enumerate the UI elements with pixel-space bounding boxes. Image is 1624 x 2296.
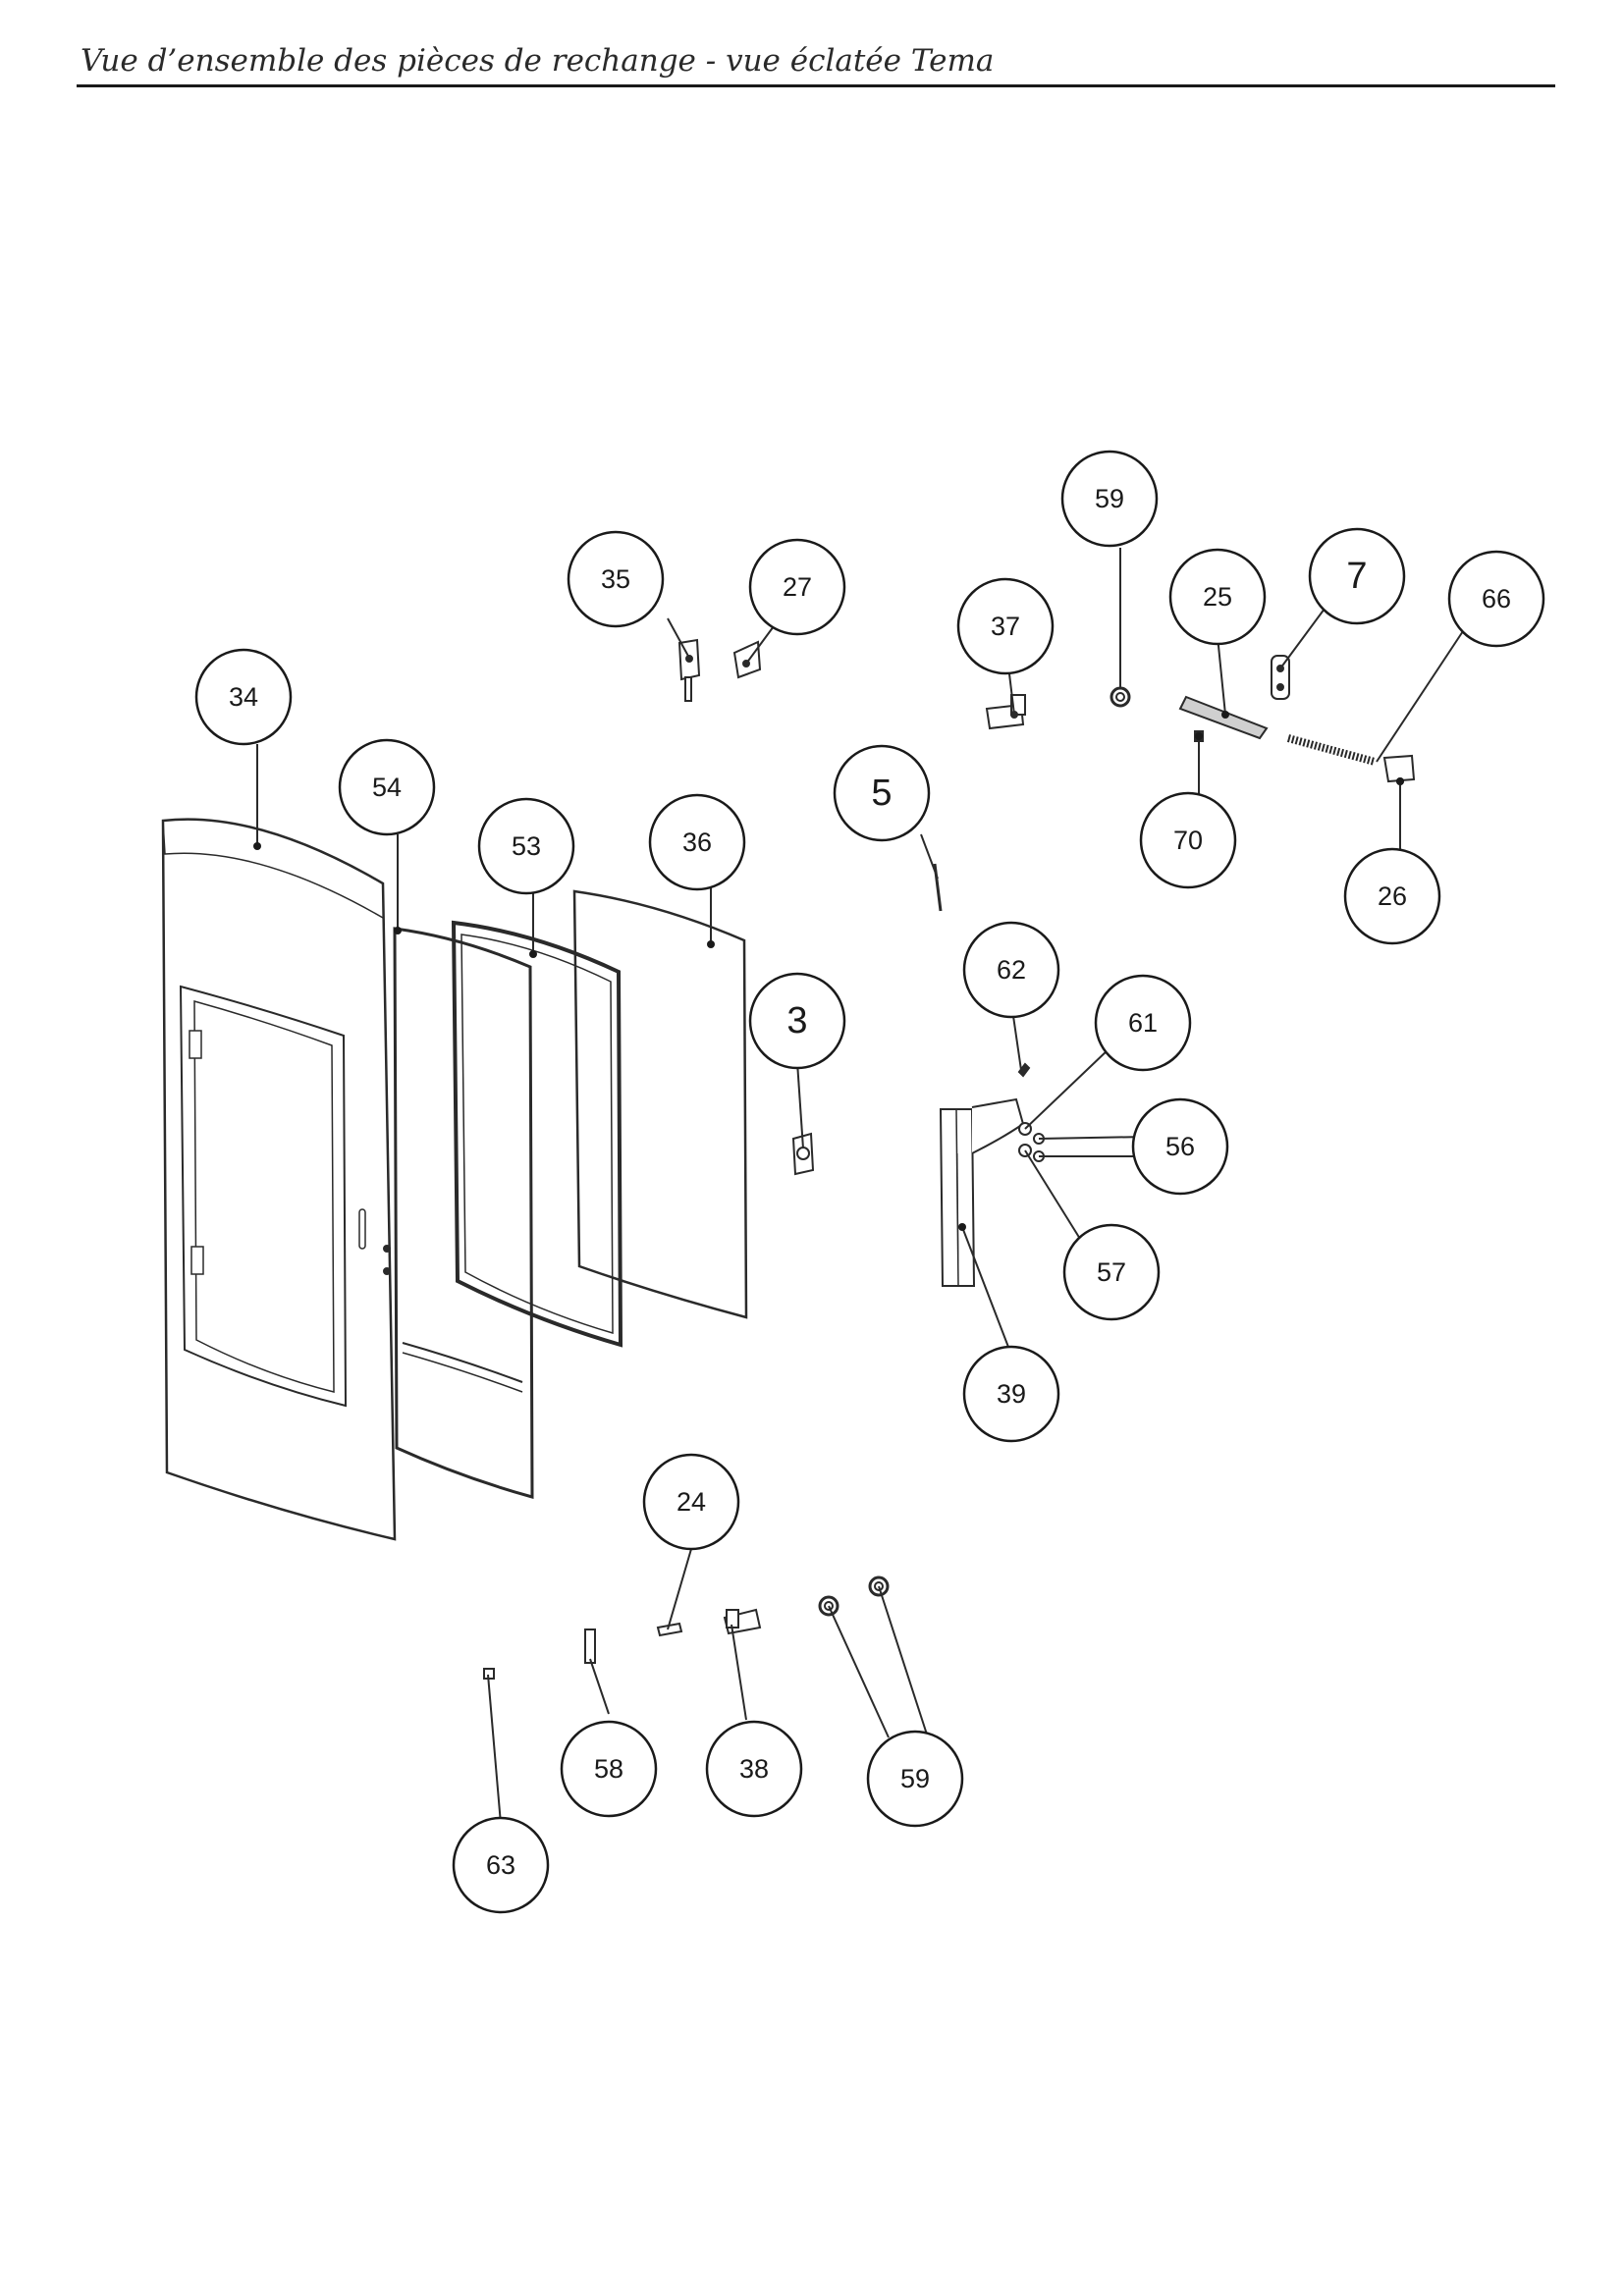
frame-gasket-part [393, 927, 534, 1499]
callout-26: 26 [1378, 881, 1407, 911]
callout-labels: 34 54 53 36 35 27 37 59 25 7 66 70 26 5 … [229, 484, 1511, 1880]
part-7-plate [1271, 655, 1290, 700]
callout-61: 61 [1128, 1008, 1158, 1038]
callout-70: 70 [1173, 826, 1203, 855]
bottom-small-parts [483, 1575, 890, 1680]
callout-66: 66 [1482, 584, 1511, 614]
callout-25: 25 [1203, 582, 1232, 612]
callout-57: 57 [1097, 1257, 1126, 1287]
callout-7: 7 [1346, 556, 1367, 597]
callout-54: 54 [372, 773, 402, 802]
callout-56: 56 [1165, 1132, 1195, 1161]
glass-seal-part [451, 920, 623, 1348]
callout-59-top: 59 [1095, 484, 1124, 513]
part-37-latch [985, 694, 1026, 730]
callout-circles [194, 450, 1545, 1914]
callout-3: 3 [786, 1000, 807, 1041]
callout-24: 24 [677, 1487, 706, 1517]
callout-59-bottom: 59 [900, 1764, 930, 1793]
part-66-spring [1286, 734, 1377, 766]
callout-39: 39 [997, 1379, 1026, 1409]
callout-53: 53 [512, 831, 541, 861]
callout-35: 35 [601, 564, 630, 594]
leader-lines [256, 548, 1464, 1825]
small-screws-parts [1017, 1062, 1045, 1162]
part-59-nut-top [1110, 686, 1131, 708]
glass-pane-part [572, 889, 748, 1319]
door-panel-part [161, 818, 397, 1541]
callout-36: 36 [682, 828, 712, 857]
callout-62: 62 [997, 955, 1026, 985]
callout-5: 5 [871, 773, 892, 814]
callout-37: 37 [991, 612, 1020, 641]
leader-dots [253, 711, 1404, 1231]
part-27-bracket [732, 640, 762, 679]
callout-58: 58 [594, 1754, 623, 1784]
part-39-hinge [939, 1097, 1025, 1287]
callout-27: 27 [783, 572, 812, 602]
callout-63: 63 [486, 1850, 515, 1880]
part-35-block [677, 638, 701, 702]
page-header: Vue d’ensemble des pièces de rechange - … [77, 39, 1555, 87]
callout-38: 38 [739, 1754, 769, 1784]
page-title: Vue d’ensemble des pièces de rechange - … [81, 43, 995, 79]
callout-34: 34 [229, 682, 258, 712]
